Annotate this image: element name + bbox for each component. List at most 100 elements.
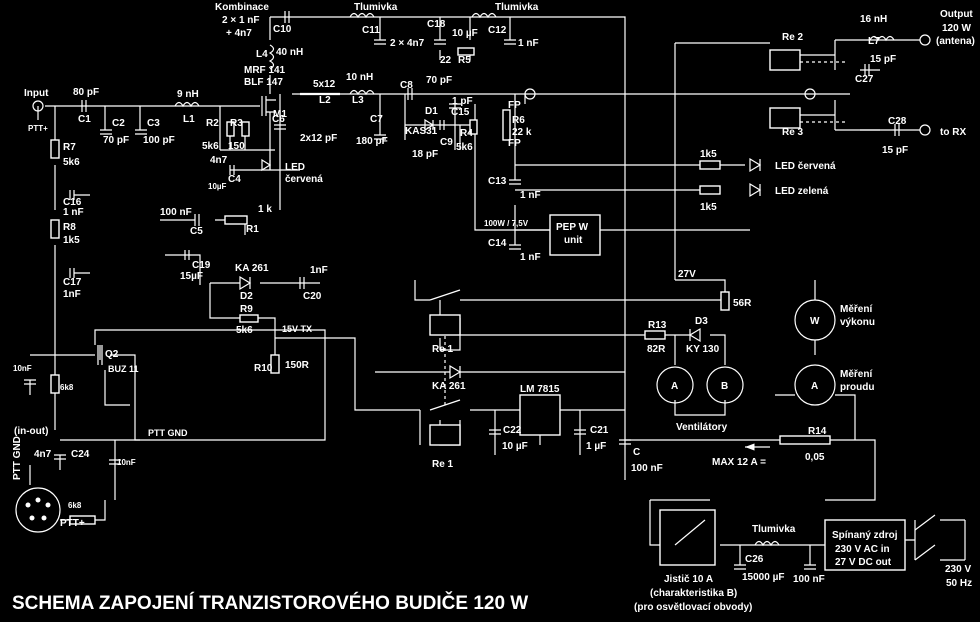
fp-label-1: FP [508,100,521,111]
resistor-r8 [50,219,60,239]
resistor-r3 [241,121,250,137]
r1-label: R1 [246,224,259,235]
capacitor-c4 [229,165,235,175]
led-red-right [749,157,762,173]
spinany-zdroj-label-1: Spínaný zdroj [832,530,898,541]
resistor-r13 [644,330,666,340]
c4b-value: 10µF [208,182,227,191]
capacitor-c28 [894,124,900,136]
output-label-1: Output [940,9,973,20]
mereni-proudu-2: proudu [840,382,874,393]
relay-contact [429,289,461,301]
c27-label: C27 [855,74,874,85]
capacitor-c12 [504,39,516,45]
current-meter [794,364,836,406]
capacitor-c17 [69,268,90,278]
lm7815-label: LM 7815 [520,384,560,395]
breaker-switch [674,519,706,546]
d1-label: D1 [425,106,438,117]
c14-label: C14 [488,238,507,249]
mosfet-m1 [261,96,276,116]
inductor-l4 [268,44,275,70]
diode-ka261 [449,364,462,380]
capacitor-c5 [194,214,200,226]
diode-d3 [688,327,701,343]
c13-label: C13 [488,176,507,187]
inductor-l3 [349,89,375,96]
current-meter-letter: A [811,381,818,392]
din-pin [35,497,41,503]
c18-label: C18 [427,19,446,30]
fan-b [706,366,744,404]
led-red-m1 [261,158,272,172]
c-value: 100 nF [631,463,663,474]
d3-label: D3 [695,316,708,327]
c28-label: C28 [888,116,907,127]
c10nf-mid-value: 10nF [117,458,136,467]
resistor-led-green [699,185,721,195]
mereni-vykonu-1: Měření [840,304,873,315]
c9-label: C9 [440,137,453,148]
wires [29,16,966,565]
led-cervena-label: LED červená [775,161,836,172]
resistor-r56 [720,291,730,311]
c3-label: C3 [147,118,160,129]
ptt-plus-top-label: PTT+ [28,124,48,133]
r6k8-v-value: 6k8 [60,383,74,392]
diagram-title: SCHEMA ZAPOJENÍ TRANZISTOROVÉHO BUDIČE 1… [12,592,528,614]
c12-label: C12 [488,25,507,36]
c4-value: 4n7 [210,155,228,166]
capacitor-c24 [54,454,66,460]
input-connector [32,100,44,112]
inductor-tlumivka2 [471,12,497,19]
r8-value: 1k5 [63,235,80,246]
din-pin [29,515,35,521]
led-red-label-2: červená [285,174,323,185]
r14-value: 0,05 [805,452,825,463]
spinany-zdroj-label-3: 27 V DC out [835,557,892,568]
components [15,11,936,571]
r6k8-h-value: 6k8 [68,501,82,510]
l1-label: L1 [183,114,195,125]
resistor-r1 [224,215,248,225]
ptt-plus-bottom-label: PTT+ [60,518,85,529]
diode-type-d1: KAS31 [405,126,438,137]
l4-label: L4 [256,49,268,60]
tlumivka-1-label: Tlumivka [354,2,398,13]
r3-value: 150 [228,141,245,152]
regulator-lm7815 [519,394,561,436]
kombinace-label: Kombinace [215,2,269,13]
c-label: C [633,447,640,458]
re1-top-label: Re 1 [432,344,454,355]
tlumivka-3-label: Tlumivka [752,524,796,535]
capacitor-c20 [299,277,305,289]
re3-label: Re 3 [782,127,804,138]
labels: Input PTT+ C1 80 pF C2 70 pF C3 100 pF L… [12,2,975,614]
led-green-resistor-value: 1k5 [700,202,717,213]
q2-type: BUZ 11 [108,364,139,374]
ka261-mid-label: KA 261 [432,381,466,392]
c14-value: 1 nF [520,252,541,263]
c22-label: C22 [503,425,522,436]
l3-label: L3 [352,95,364,106]
c7-label: C7 [370,114,383,125]
r6-value: 22 k [512,127,532,138]
c16-value: 1 nF [63,207,84,218]
ventilatory-label: Ventilátory [676,422,728,433]
ka261-top-label: KA 261 [235,263,269,274]
capacitor-c6 [274,124,286,130]
capacitor-c15 [449,103,461,109]
c27-value: 15 pF [870,54,896,65]
rx-connector [919,124,931,136]
r1-value: 1 k [258,204,272,215]
capacitor-c19 [184,250,190,260]
v15-tx-label: 15V TX [282,324,312,334]
c1-value: 80 pF [73,87,99,98]
l2-label: L2 [319,95,331,106]
resistor-led-red [699,160,721,170]
c6-value: 2x12 pF [300,133,337,144]
capacitor-c3 [135,129,147,135]
spinany-zdroj-label-2: 230 V AC in [835,544,890,555]
q2-label: Q2 [105,349,119,360]
